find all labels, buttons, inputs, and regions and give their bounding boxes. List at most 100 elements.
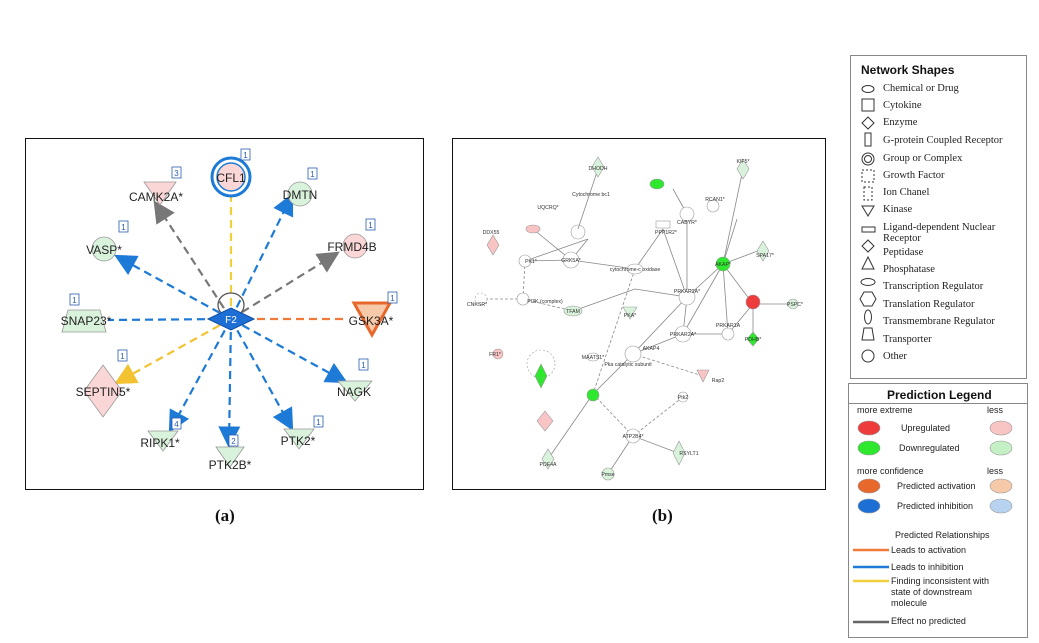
svg-text:CABYR*: CABYR*	[677, 220, 697, 226]
chemical-icon	[861, 85, 875, 93]
node-nagk-label: NAGK	[337, 385, 371, 399]
node-septin5-badge: 1	[120, 352, 125, 361]
node-dmtn[interactable]: DMTN 1	[283, 167, 318, 207]
transporter-icon	[861, 327, 875, 341]
panel-b-svg: DHODH KIF5* Cytochrome bc1 UQCRQ* PPP1R2…	[467, 156, 803, 481]
svg-text:PK1*: PK1*	[525, 259, 537, 265]
svg-text:PDHB*: PDHB*	[745, 337, 761, 343]
node-ptk2-label: PTK2*	[281, 434, 316, 448]
node-ripk1[interactable]: RIPK1* 4	[140, 417, 182, 452]
node-camk2a-label: CAMK2A*	[129, 190, 183, 204]
edge-septin5	[114, 318, 232, 385]
node-septin5[interactable]: SEPTIN5* 1	[76, 349, 131, 418]
node-frmd4b[interactable]: FRMD4B 1	[327, 218, 377, 259]
panel-a-svg: CFL1 1 DMTN 1 FRMD4B 1 GSK3A* 1 NAGK	[61, 148, 398, 472]
peptidase-icon	[861, 239, 875, 253]
svg-text:PRKAR1A: PRKAR1A	[716, 323, 741, 329]
node-ptk2b[interactable]: PTK2B* 2	[209, 434, 252, 472]
panel-a-network: CFL1 1 DMTN 1 FRMD4B 1 GSK3A* 1 NAGK	[25, 138, 424, 490]
node-camk2a[interactable]: CAMK2A* 3	[129, 166, 183, 206]
other-icon	[861, 349, 875, 363]
node-cfl1[interactable]: CFL1 1	[210, 148, 252, 198]
edge-ripk1	[168, 318, 232, 433]
svg-text:PSPC*: PSPC*	[787, 302, 803, 308]
downregulated-strong-swatch	[857, 440, 881, 456]
transmembrane-regulator-icon	[864, 309, 872, 325]
node-gsk3a-label: GSK3A*	[349, 314, 394, 328]
node-vasp-label: VASP*	[86, 243, 122, 257]
svg-text:UQCRQ*: UQCRQ*	[537, 205, 558, 211]
kinase-icon	[861, 205, 875, 217]
translation-regulator-icon	[859, 291, 877, 307]
svg-text:PRKAR2A*: PRKAR2A*	[674, 289, 700, 295]
node-dmtn-badge: 1	[310, 170, 315, 179]
network-shapes-legend: Network Shapes Chemical or Drug Cytokine…	[850, 55, 1027, 379]
node-dmtn-label: DMTN	[283, 188, 318, 202]
svg-text:DDX55: DDX55	[483, 230, 500, 236]
panel-b-network: DHODH KIF5* Cytochrome bc1 UQCRQ* PPP1R2…	[452, 138, 826, 490]
node-cfl1-label: CFL1	[216, 171, 246, 185]
edge-camk2a	[153, 200, 232, 320]
node-vasp-badge: 1	[121, 223, 126, 232]
prediction-legend-title: Prediction Legend	[887, 388, 992, 402]
edge-frmd4b	[230, 251, 340, 320]
svg-text:Ptk2: Ptk2	[678, 395, 688, 401]
svg-text:PI3K (complex): PI3K (complex)	[527, 299, 563, 305]
caption-a: (a)	[215, 506, 235, 525]
node-ptk2[interactable]: PTK2* 1	[281, 415, 324, 450]
node-ptk2b-badge: 2	[231, 437, 236, 446]
svg-text:PKA*: PKA*	[624, 313, 636, 319]
svg-text:KIF5*: KIF5*	[737, 159, 750, 165]
panel-b-nodes	[474, 156, 799, 481]
svg-text:Pmse: Pmse	[601, 472, 614, 478]
edge-ptk2b	[218, 318, 241, 449]
svg-text:RSYLT1: RSYLT1	[679, 451, 698, 457]
node-frmd4b-label: FRMD4B	[327, 240, 376, 254]
inhibition-strong-swatch	[857, 498, 881, 514]
node-ptk2-badge: 1	[316, 418, 321, 427]
svg-text:Rap2: Rap2	[712, 378, 725, 384]
upregulated-weak-swatch	[989, 420, 1013, 436]
growth-factor-icon	[861, 169, 875, 183]
prediction-legend: Prediction Legend more extreme less Upre…	[848, 383, 1028, 638]
edge-vasp	[114, 254, 232, 320]
edge-nagk	[230, 318, 348, 384]
phosphatase-icon	[861, 255, 875, 270]
node-nagk-badge: 1	[361, 361, 366, 370]
gpcr-icon	[864, 132, 872, 147]
caption-b: (b)	[652, 506, 673, 525]
svg-text:Cytochrome bc1: Cytochrome bc1	[572, 192, 610, 198]
svg-text:Pka catalytic subunit: Pka catalytic subunit	[604, 362, 652, 368]
node-gsk3a[interactable]: GSK3A* 1	[349, 291, 398, 339]
svg-text:MAATS1*: MAATS1*	[582, 355, 604, 361]
group-icon	[861, 152, 875, 166]
cytokine-icon	[861, 98, 875, 112]
svg-text:TFAM: TFAM	[566, 309, 580, 315]
node-hub-label: F2	[225, 315, 237, 326]
svg-text:FR1*: FR1*	[489, 352, 501, 358]
node-vasp[interactable]: VASP* 1	[86, 220, 129, 262]
svg-text:CNKSR*: CNKSR*	[467, 302, 487, 308]
node-snap23[interactable]: SNAP23* 1	[61, 293, 112, 333]
relationship-lines	[853, 548, 889, 624]
activation-strong-swatch	[857, 478, 881, 494]
svg-text:PRKAR2A*: PRKAR2A*	[670, 332, 696, 338]
node-ripk1-badge: 4	[174, 420, 179, 429]
svg-text:PDE4A: PDE4A	[539, 462, 557, 468]
node-nagk[interactable]: NAGK 1	[337, 358, 373, 402]
nuclear-receptor-icon	[861, 226, 876, 233]
node-hub-f2[interactable]: F2	[206, 307, 256, 331]
svg-text:RCAN1*: RCAN1*	[705, 197, 725, 203]
svg-text:cytochrome-c oxidase: cytochrome-c oxidase	[610, 267, 661, 273]
svg-text:PPP1R2*: PPP1R2*	[655, 230, 677, 236]
svg-text:SPA17*: SPA17*	[756, 253, 774, 259]
enzyme-icon	[861, 116, 875, 130]
panel-b-labels: DHODH KIF5* Cytochrome bc1 UQCRQ* PPP1R2…	[467, 159, 803, 478]
ion-channel-icon	[863, 186, 873, 201]
svg-text:GRK5A*: GRK5A*	[561, 258, 581, 264]
shapes-legend-icons	[859, 85, 877, 363]
node-snap23-badge: 1	[72, 296, 77, 305]
node-camk2a-badge: 3	[174, 169, 179, 178]
svg-text:AKAP*: AKAP*	[715, 262, 731, 268]
svg-text:AKAP4: AKAP4	[643, 346, 660, 352]
